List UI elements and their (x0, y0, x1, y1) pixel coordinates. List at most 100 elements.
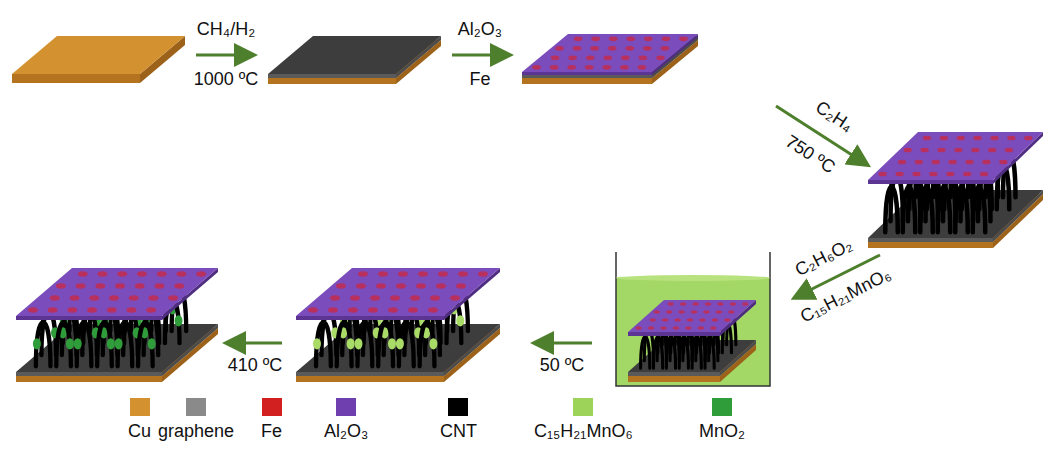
cnt-assembly (16, 268, 218, 382)
fe-dot (370, 295, 380, 300)
fe-dot (609, 36, 618, 41)
particle (347, 338, 355, 349)
slab-face (16, 268, 218, 316)
condition-label: 50 ºC (540, 356, 585, 376)
fe-dot (56, 283, 66, 288)
slab-face (868, 180, 993, 184)
condition-label: 1000 ºC (194, 70, 259, 90)
fe-dot (591, 36, 600, 41)
fe-dot (940, 136, 948, 141)
legend-label: CNT (440, 422, 477, 442)
fe-dot (973, 136, 981, 141)
legend-label: C₁₅H₂₁MnO₆ (534, 422, 633, 442)
fe-dot (155, 283, 165, 288)
slab-face (16, 316, 162, 320)
fe-dot (656, 55, 665, 60)
fe-dot (638, 65, 647, 70)
fe-dot (456, 283, 466, 288)
fe-dot (396, 283, 406, 288)
slab-face (12, 36, 185, 74)
condition-label: C₂H₆O₂ (792, 235, 856, 280)
fe-dot (662, 36, 671, 41)
fe-dot (712, 318, 718, 321)
fe-dot (879, 172, 887, 177)
fe-dot (137, 271, 147, 276)
al2o3-layer (16, 268, 218, 320)
fe-dot (636, 326, 642, 329)
fe-dot (957, 136, 965, 141)
fe-dot (117, 271, 127, 276)
fe-dot (328, 307, 338, 312)
fe-dot (76, 283, 86, 288)
legend-swatch (186, 398, 206, 416)
fe-dot (948, 160, 956, 165)
fe-dot (685, 326, 691, 329)
fe-dot (728, 310, 734, 313)
fe-dot (679, 310, 685, 313)
cnt (973, 187, 986, 233)
cnt (653, 337, 662, 369)
fe-dot (644, 36, 653, 41)
fe-dot (662, 318, 668, 321)
slab-face (868, 242, 993, 248)
fe-dot (699, 318, 705, 321)
graphene-layer (268, 36, 441, 78)
slab-face (296, 316, 444, 320)
process-arrow (196, 54, 252, 57)
fe-dot (478, 271, 488, 276)
cu-foil (12, 36, 185, 83)
fe-dot (146, 307, 156, 312)
cnt (920, 187, 933, 233)
fe-dot (436, 283, 446, 288)
cnt-assembly (868, 132, 1043, 248)
legend-label: MnO₂ (699, 422, 745, 442)
fe-dot (196, 271, 206, 276)
fe-dot (98, 271, 108, 276)
particle (148, 338, 156, 349)
fe-dot (603, 65, 612, 70)
process-arrow (452, 54, 508, 57)
fe-dot (308, 307, 318, 312)
fe-dot (330, 295, 340, 300)
slab-face (628, 300, 756, 332)
slab-face (522, 72, 652, 75)
fe-dot (673, 326, 679, 329)
fe-dot (551, 55, 560, 60)
fe-dot (920, 148, 928, 153)
legend-label: Fe (261, 422, 282, 442)
fe-dot (1005, 148, 1013, 153)
slab-face (628, 376, 720, 382)
slab-face (296, 268, 500, 316)
slab-face (296, 376, 444, 382)
fe-dot (590, 46, 599, 51)
fe-dot (127, 307, 137, 312)
fe-dot (668, 302, 674, 305)
particle (429, 338, 437, 349)
legend-swatch (712, 398, 732, 416)
cnt (955, 187, 968, 233)
al2o3-layer (628, 300, 756, 336)
fe-dot (639, 55, 648, 60)
particle (33, 338, 41, 349)
fe-dot (28, 307, 38, 312)
particle (355, 338, 363, 349)
fe-dot (95, 283, 105, 288)
fe-dot (129, 295, 139, 300)
fe-dot (895, 172, 903, 177)
fe-dot (550, 65, 559, 70)
fe-dot (698, 326, 704, 329)
fe-dot (430, 295, 440, 300)
slab-face (12, 74, 140, 83)
fe-dot (932, 160, 940, 165)
fe-dot (388, 307, 398, 312)
cnt (903, 187, 916, 233)
particle (107, 338, 115, 349)
fe-dot (408, 307, 418, 312)
fe-dot (78, 271, 88, 276)
fe-dot (135, 283, 145, 288)
particle (388, 338, 396, 349)
condition-label: CH₄/H₂ (197, 20, 255, 40)
precursor-solution (616, 278, 770, 386)
fe-dot (620, 65, 629, 70)
slab-face (868, 132, 1043, 180)
